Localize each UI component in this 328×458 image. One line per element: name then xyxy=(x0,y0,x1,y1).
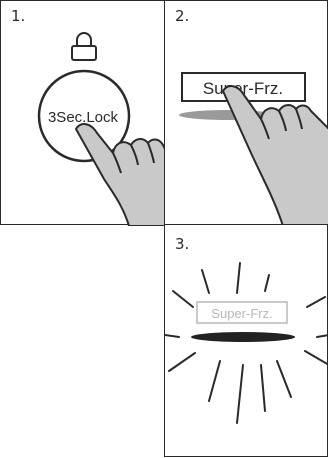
step-3-panel: 3. Super-Frz. xyxy=(164,224,328,457)
step-2-panel: 2. Super-Frz. xyxy=(164,0,328,225)
button-shadow-dark xyxy=(191,332,295,342)
pointing-hand-icon xyxy=(223,86,328,226)
step-1-illustration: 3Sec.Lock xyxy=(1,1,166,226)
lock-icon xyxy=(72,33,96,60)
super-freeze-faded-label: Super-Frz. xyxy=(211,306,272,321)
step-2-illustration: Super-Frz. xyxy=(165,1,328,226)
step-3-illustration: Super-Frz. xyxy=(165,225,328,458)
flash-rays xyxy=(165,263,328,423)
step-1-panel: 1. 3Sec.Lock xyxy=(0,0,165,225)
